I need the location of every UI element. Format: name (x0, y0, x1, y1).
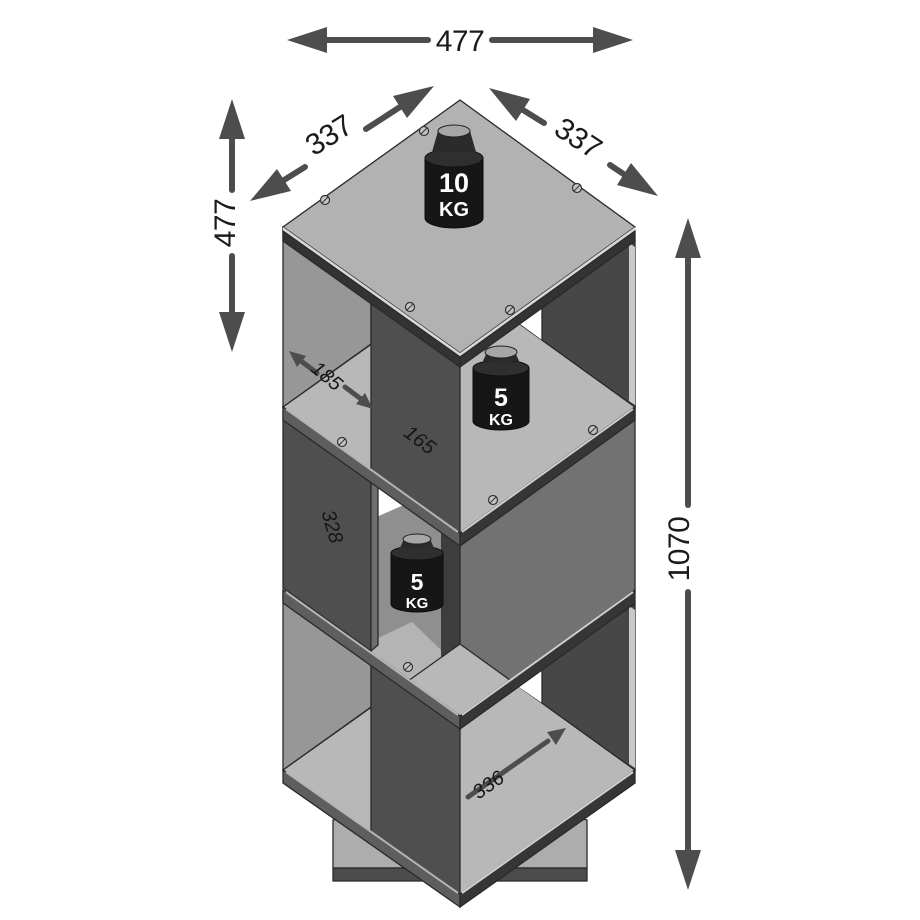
arrowhead-down-right (617, 163, 658, 196)
weight-5kg-2: 5 KG (390, 533, 444, 613)
screw (587, 424, 599, 436)
arrowhead-up (675, 218, 701, 258)
arrowhead-down (675, 850, 701, 890)
tier1-open-gap (520, 308, 542, 340)
screw (404, 301, 416, 313)
arrowhead-up-right (393, 86, 434, 118)
dim-height-total-label: 1070 (663, 517, 696, 582)
slab-bands (282, 405, 636, 909)
dim-height-upper-label: 477 (209, 199, 242, 248)
arrowhead-up-right (547, 728, 566, 745)
weight-10kg: 10 KG (424, 124, 484, 229)
dim-depth-right-label: 337 (549, 112, 608, 166)
screw (418, 125, 430, 137)
arrowhead-down (219, 312, 245, 352)
weight-5kg-1-unit: KG (489, 412, 513, 429)
weight-5kg-1-knob (484, 345, 518, 359)
tier2-left-panel-edge (370, 468, 379, 653)
screw (336, 436, 348, 448)
arrowhead-right (593, 27, 633, 53)
tier1-right-edge-strip (629, 243, 635, 405)
dim-width-top-label: 477 (436, 25, 485, 58)
arrowhead-down-right (356, 393, 373, 409)
screw (487, 494, 499, 506)
arrowhead-up-left (489, 88, 530, 121)
weight-5kg-1: 5 KG (472, 345, 530, 431)
dim-width-top: 477 (287, 25, 633, 58)
weight-10kg-knob (437, 124, 471, 138)
tier3-right-edge-strip (629, 606, 635, 768)
dim-height-upper: 477 (209, 99, 245, 352)
arrowhead-up-left (289, 351, 306, 367)
top-slab-right-light (460, 227, 635, 357)
screw (402, 661, 414, 673)
dim-height-total: 1070 (663, 218, 701, 890)
weight-5kg-1-value: 5 (494, 384, 508, 412)
arrowhead-up (219, 99, 245, 139)
dim-depth-left-label: 337 (300, 109, 359, 163)
tier3-open-gap (519, 666, 542, 703)
weight-5kg-2-knob (402, 533, 432, 545)
arrowhead-down-left (250, 169, 291, 201)
tier2-open-gap (372, 482, 406, 519)
screw (319, 194, 331, 206)
weight-10kg-unit: KG (439, 199, 469, 221)
screws (319, 125, 599, 673)
weight-10kg-value: 10 (439, 168, 469, 198)
screw (571, 182, 583, 194)
top-slab-right-dark (459, 229, 636, 369)
screw (504, 304, 516, 316)
cabinet-top: 10 KG (281, 99, 637, 369)
weight-5kg-2-unit: KG (406, 595, 429, 612)
arrowhead-left (287, 27, 327, 53)
top-slab-left-light (283, 227, 460, 357)
weight-5kg-2-value: 5 (411, 569, 424, 595)
